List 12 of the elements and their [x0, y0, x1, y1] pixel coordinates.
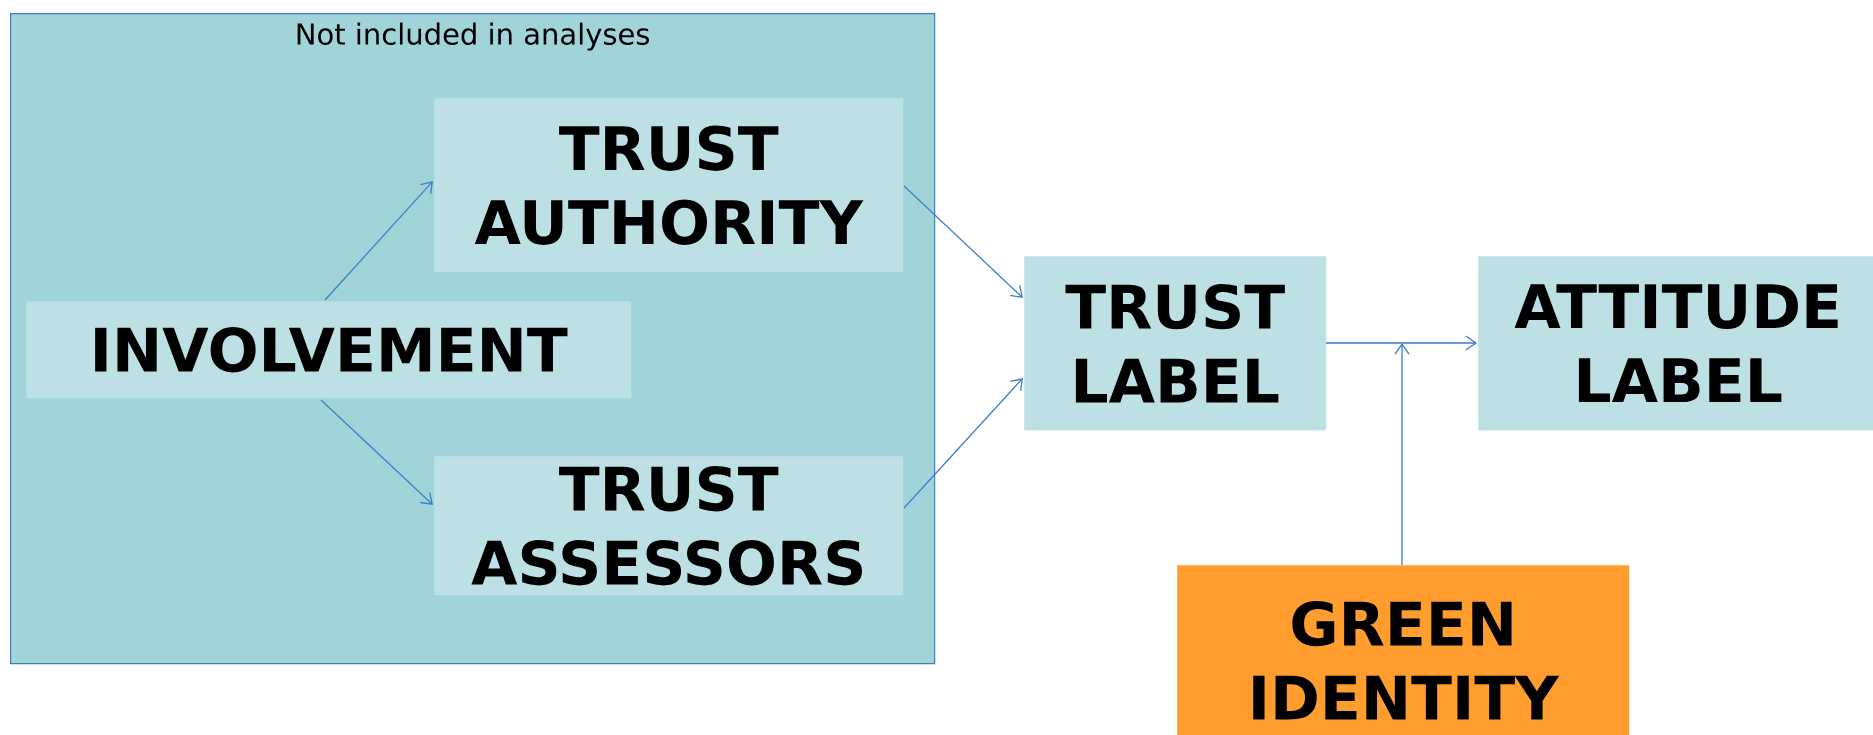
arrow	[903, 378, 1023, 509]
arrow	[1325, 335, 1477, 351]
arrow	[1394, 343, 1410, 566]
concept-box: TRUST AUTHORITY	[434, 98, 904, 273]
concept-box: TRUST ASSESSORS	[434, 456, 904, 596]
concept-box: INVOLVEMENT	[26, 301, 632, 399]
concept-box: ATTITUDE LABEL	[1478, 256, 1873, 431]
arrow	[320, 399, 433, 505]
concept-box: TRUST LABEL	[1024, 256, 1327, 431]
moderator-box: GREEN IDENTITY	[1177, 565, 1630, 735]
arrow	[324, 181, 433, 301]
arrow	[903, 185, 1023, 298]
